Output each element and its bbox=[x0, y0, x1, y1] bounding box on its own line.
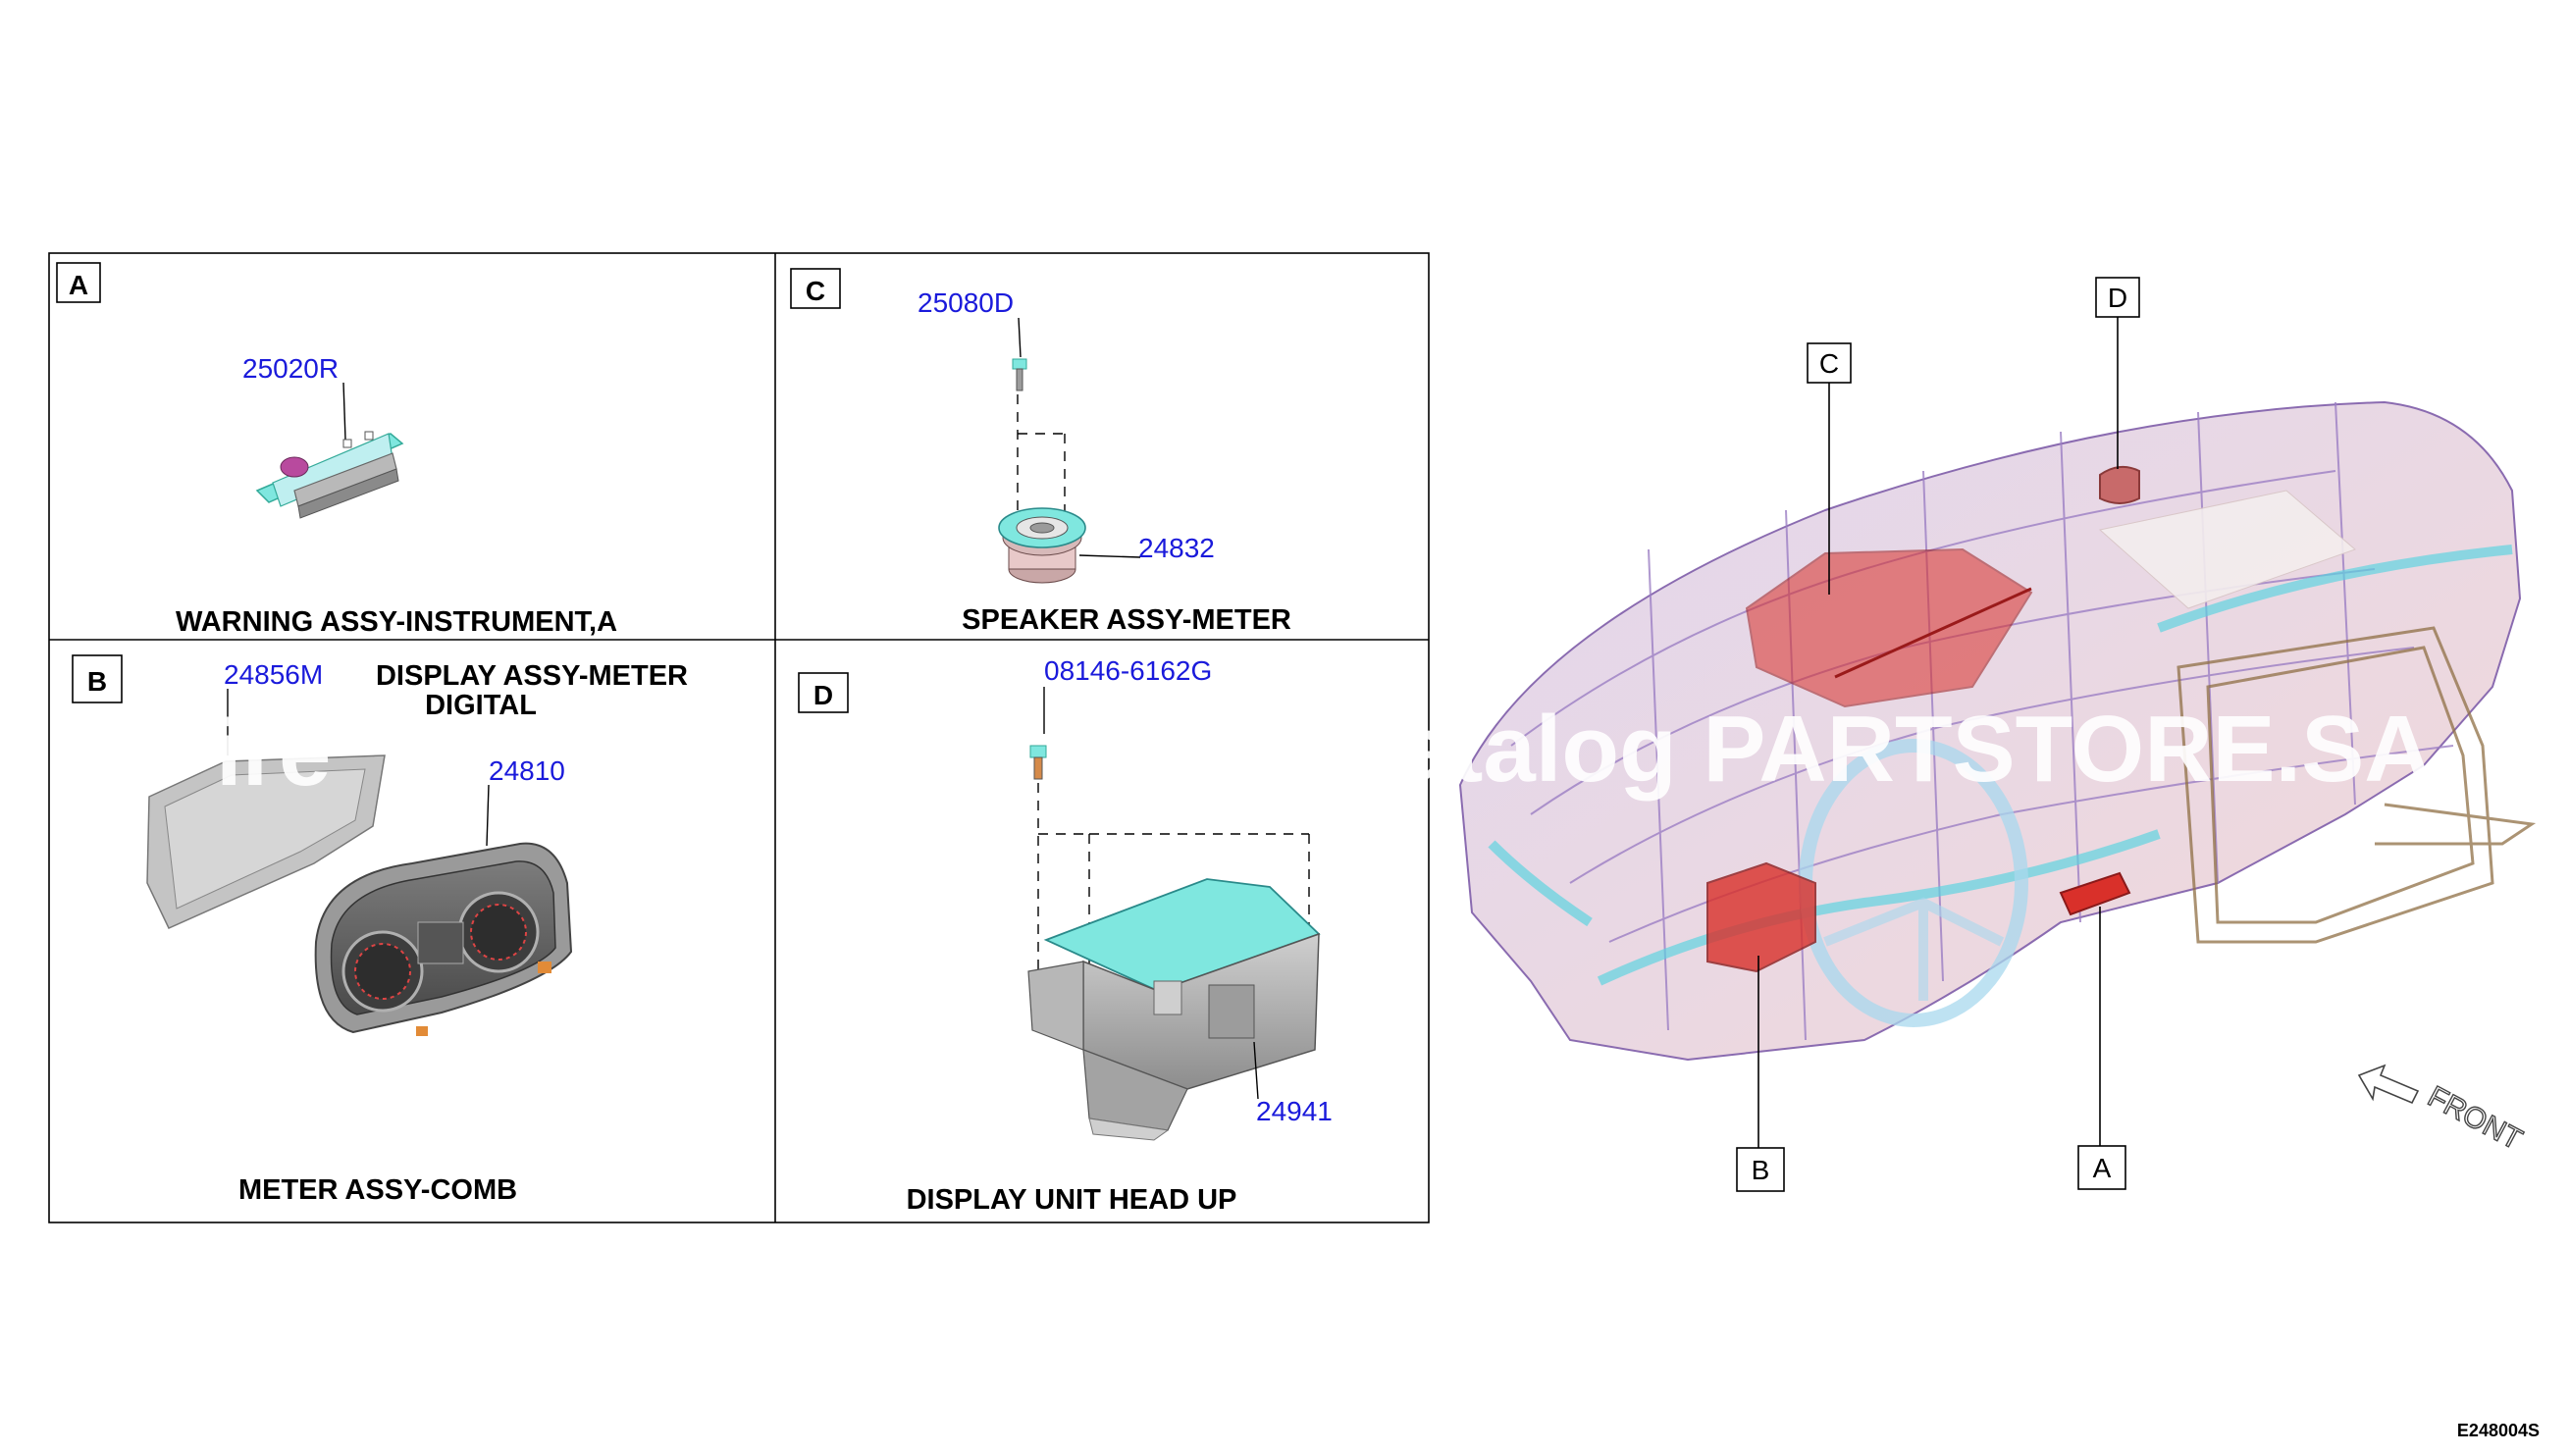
part-number-08146-6162g[interactable]: 08146-6162G bbox=[1044, 655, 1212, 686]
highlight-hud-area bbox=[2099, 465, 2140, 504]
hud-screw-part-image bbox=[1029, 745, 1047, 780]
dashboard-overview-image bbox=[1458, 400, 2537, 1062]
part-number-24832[interactable]: 24832 bbox=[1138, 533, 1215, 563]
part-number-25080d[interactable]: 25080D bbox=[918, 287, 1014, 318]
panel-d: D 08146-6162G 24941 DISPLAY UNIT HE bbox=[798, 655, 1333, 1216]
callout-a-box bbox=[2077, 1145, 2126, 1190]
panel-b-letter: B bbox=[87, 666, 107, 697]
part-number-24810[interactable]: 24810 bbox=[489, 755, 565, 786]
callout-b-box bbox=[1736, 1147, 1785, 1192]
callout-c-letter: C bbox=[1819, 348, 1839, 379]
warning-lamp-part-image bbox=[255, 431, 404, 519]
speaker-part-image bbox=[998, 507, 1086, 584]
highlight-warning-lamp bbox=[2059, 871, 2131, 916]
panel-d-letter: D bbox=[813, 680, 833, 710]
panel-c-letter: C bbox=[806, 276, 825, 306]
panel-d-letter-box bbox=[798, 672, 849, 713]
callout-c-box bbox=[1807, 342, 1852, 384]
panel-a-letter: A bbox=[69, 270, 88, 300]
callout-b-letter: B bbox=[1752, 1155, 1770, 1185]
panel-b-letter-box bbox=[72, 654, 123, 703]
panel-a: A 25020R WARNING ASSY-INSTRUMENT,A bbox=[56, 262, 617, 638]
hud-unit-part-image bbox=[1027, 878, 1321, 1141]
display-assy-caption-line2: DIGITAL bbox=[425, 690, 537, 721]
panel-d-caption: DISPLAY UNIT HEAD UP bbox=[907, 1184, 1237, 1216]
screw-part-image bbox=[1012, 358, 1027, 391]
overview-callouts bbox=[1736, 277, 2140, 1192]
part-number-24941[interactable]: 24941 bbox=[1256, 1096, 1333, 1126]
parts-grid bbox=[48, 252, 1430, 1223]
front-label: FRONT bbox=[2423, 1080, 2528, 1157]
panel-a-letter-box bbox=[56, 262, 101, 303]
panel-c-letter-box bbox=[790, 268, 841, 309]
highlight-meter-area bbox=[1706, 861, 1816, 973]
digital-display-part-image bbox=[146, 754, 386, 929]
diagram-code: E248004S bbox=[2457, 1421, 2540, 1440]
display-assy-caption-line1: DISPLAY ASSY-METER bbox=[376, 660, 688, 692]
watermark-left: ire bbox=[216, 701, 331, 806]
callout-a-letter: A bbox=[2093, 1153, 2112, 1183]
front-arrow-icon bbox=[2357, 1064, 2420, 1105]
watermark-right: atalog PARTSTORE.SA bbox=[1399, 697, 2433, 802]
panel-b-caption: METER ASSY-COMB bbox=[238, 1174, 517, 1206]
panel-a-caption: WARNING ASSY-INSTRUMENT,A bbox=[176, 606, 617, 638]
part-number-25020r[interactable]: 25020R bbox=[242, 353, 339, 384]
highlight-speaker-area bbox=[1745, 547, 2033, 708]
part-number-24856m[interactable]: 24856M bbox=[224, 659, 323, 690]
panel-c: C 25080D 24832 SPEAKER ASSY-METER bbox=[790, 268, 1291, 636]
callout-d-letter: D bbox=[2108, 283, 2127, 313]
panel-c-caption: SPEAKER ASSY-METER bbox=[962, 604, 1291, 636]
panel-b: B 24856M DISPLAY ASSY-METER DIGITAL 2481… bbox=[72, 654, 688, 1206]
meter-cluster-part-image bbox=[314, 842, 573, 1036]
callout-d-box bbox=[2095, 277, 2140, 318]
